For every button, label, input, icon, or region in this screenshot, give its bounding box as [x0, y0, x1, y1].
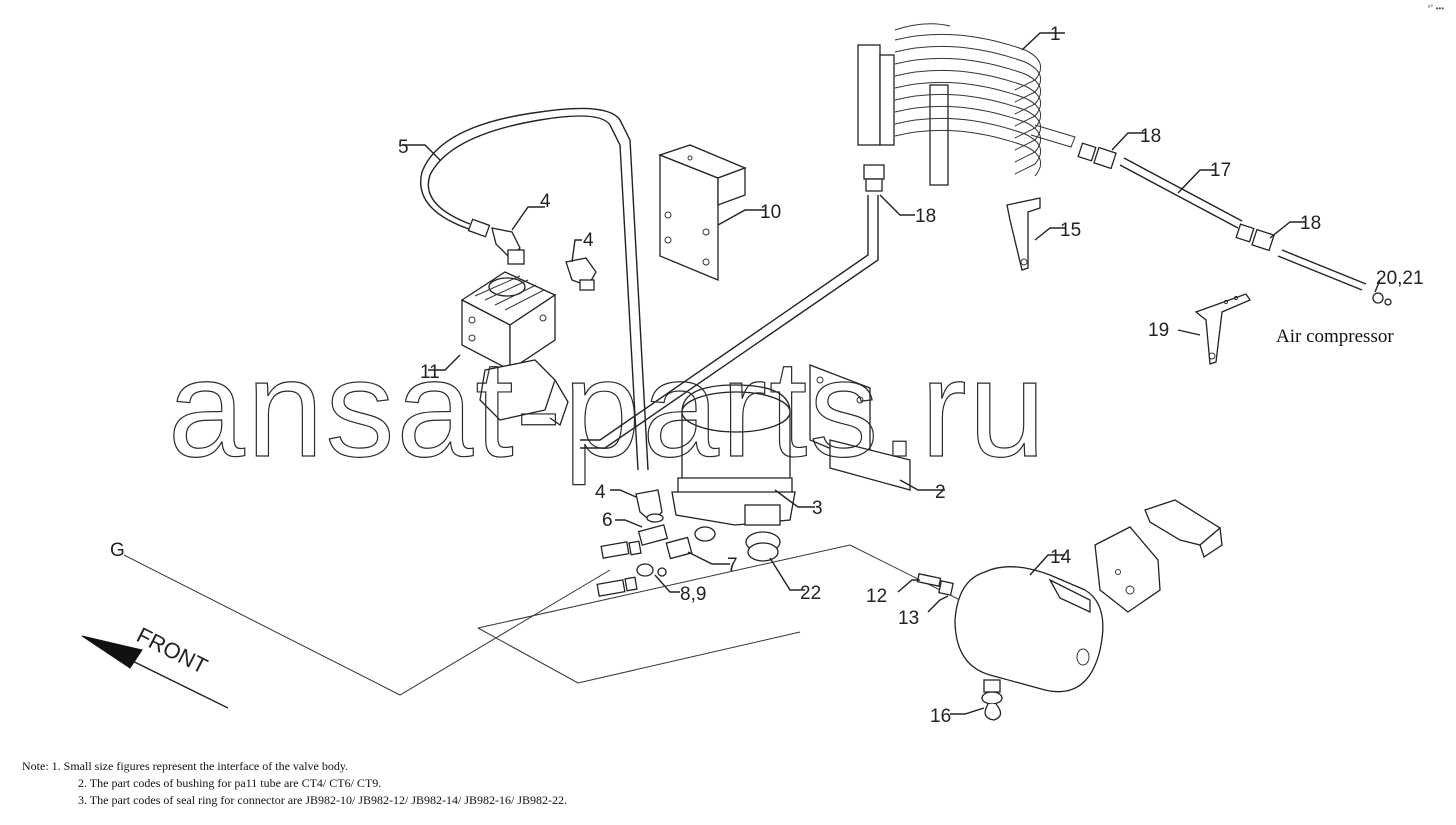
bushings-8-9	[596, 540, 667, 597]
frame-outline	[123, 544, 1001, 696]
callout-7: 7	[727, 555, 738, 576]
connector-6	[637, 524, 669, 546]
callout-8-9: 8,9	[680, 584, 706, 605]
note-line-3: 3. The part codes of seal ring for conne…	[78, 793, 568, 807]
callout-4-lower: 4	[595, 482, 606, 503]
callout-2: 2	[935, 482, 946, 503]
air-dryer-3	[671, 384, 796, 526]
bracket-15	[1006, 197, 1041, 271]
callout-15: 15	[1060, 220, 1081, 241]
bracket-2	[809, 364, 911, 491]
callout-14: 14	[1050, 547, 1072, 568]
elbow-fitting-4-top	[467, 218, 525, 265]
drain-cock-16	[981, 679, 1003, 721]
connector-7	[665, 526, 716, 560]
pipe-18-middle	[580, 164, 885, 449]
callout-11: 11	[420, 362, 440, 383]
callout-G: G	[110, 540, 125, 561]
air-compressor-label: Air compressor	[1276, 326, 1394, 347]
tank-brackets	[1094, 499, 1223, 613]
bracket-19	[1194, 293, 1251, 365]
callout-1: 1	[1050, 24, 1061, 45]
corner-mark: °˚ •••	[1427, 4, 1445, 13]
callout-22: 22	[800, 583, 821, 604]
elbow-fitting-4-lower	[635, 489, 664, 523]
notes-block: Note: 1. Small size figures represent th…	[22, 758, 567, 809]
callout-3: 3	[812, 498, 823, 519]
front-label: FRONT	[133, 622, 212, 679]
callout-19: 19	[1148, 320, 1169, 341]
bracket-10	[658, 144, 747, 281]
note-line-1: Note: 1. Small size figures represent th…	[22, 759, 349, 773]
watermark: ansat-parts.ru	[168, 332, 1047, 486]
drain-valve-22	[745, 531, 781, 562]
front-arrow: FRONT	[81, 622, 229, 709]
hose-5	[420, 107, 649, 471]
valve-11	[460, 271, 569, 427]
callout-18-right: 18	[1300, 213, 1321, 234]
callout-18-middle: 18	[915, 206, 936, 227]
callout-10: 10	[760, 202, 781, 223]
fitting-12-13	[916, 573, 954, 596]
callout-16: 16	[930, 706, 951, 727]
callout-20-21: 20,21	[1376, 268, 1424, 289]
air-tank-14	[954, 566, 1104, 693]
callout-13: 13	[898, 608, 919, 629]
callout-18-upper-right: 18	[1140, 126, 1161, 147]
callout-4-top-left: 4	[540, 191, 551, 212]
callout-6: 6	[602, 510, 613, 531]
note-line-2: 2. The part codes of bushing for pa11 tu…	[78, 776, 382, 790]
callout-4-top-right: 4	[583, 230, 594, 251]
callout-5: 5	[398, 137, 409, 158]
compressor-line	[1077, 142, 1392, 306]
elbow-fitting-4-second	[565, 257, 597, 291]
callout-12: 12	[866, 586, 887, 607]
callout-17: 17	[1210, 160, 1231, 181]
condenser-coil	[857, 23, 1076, 186]
